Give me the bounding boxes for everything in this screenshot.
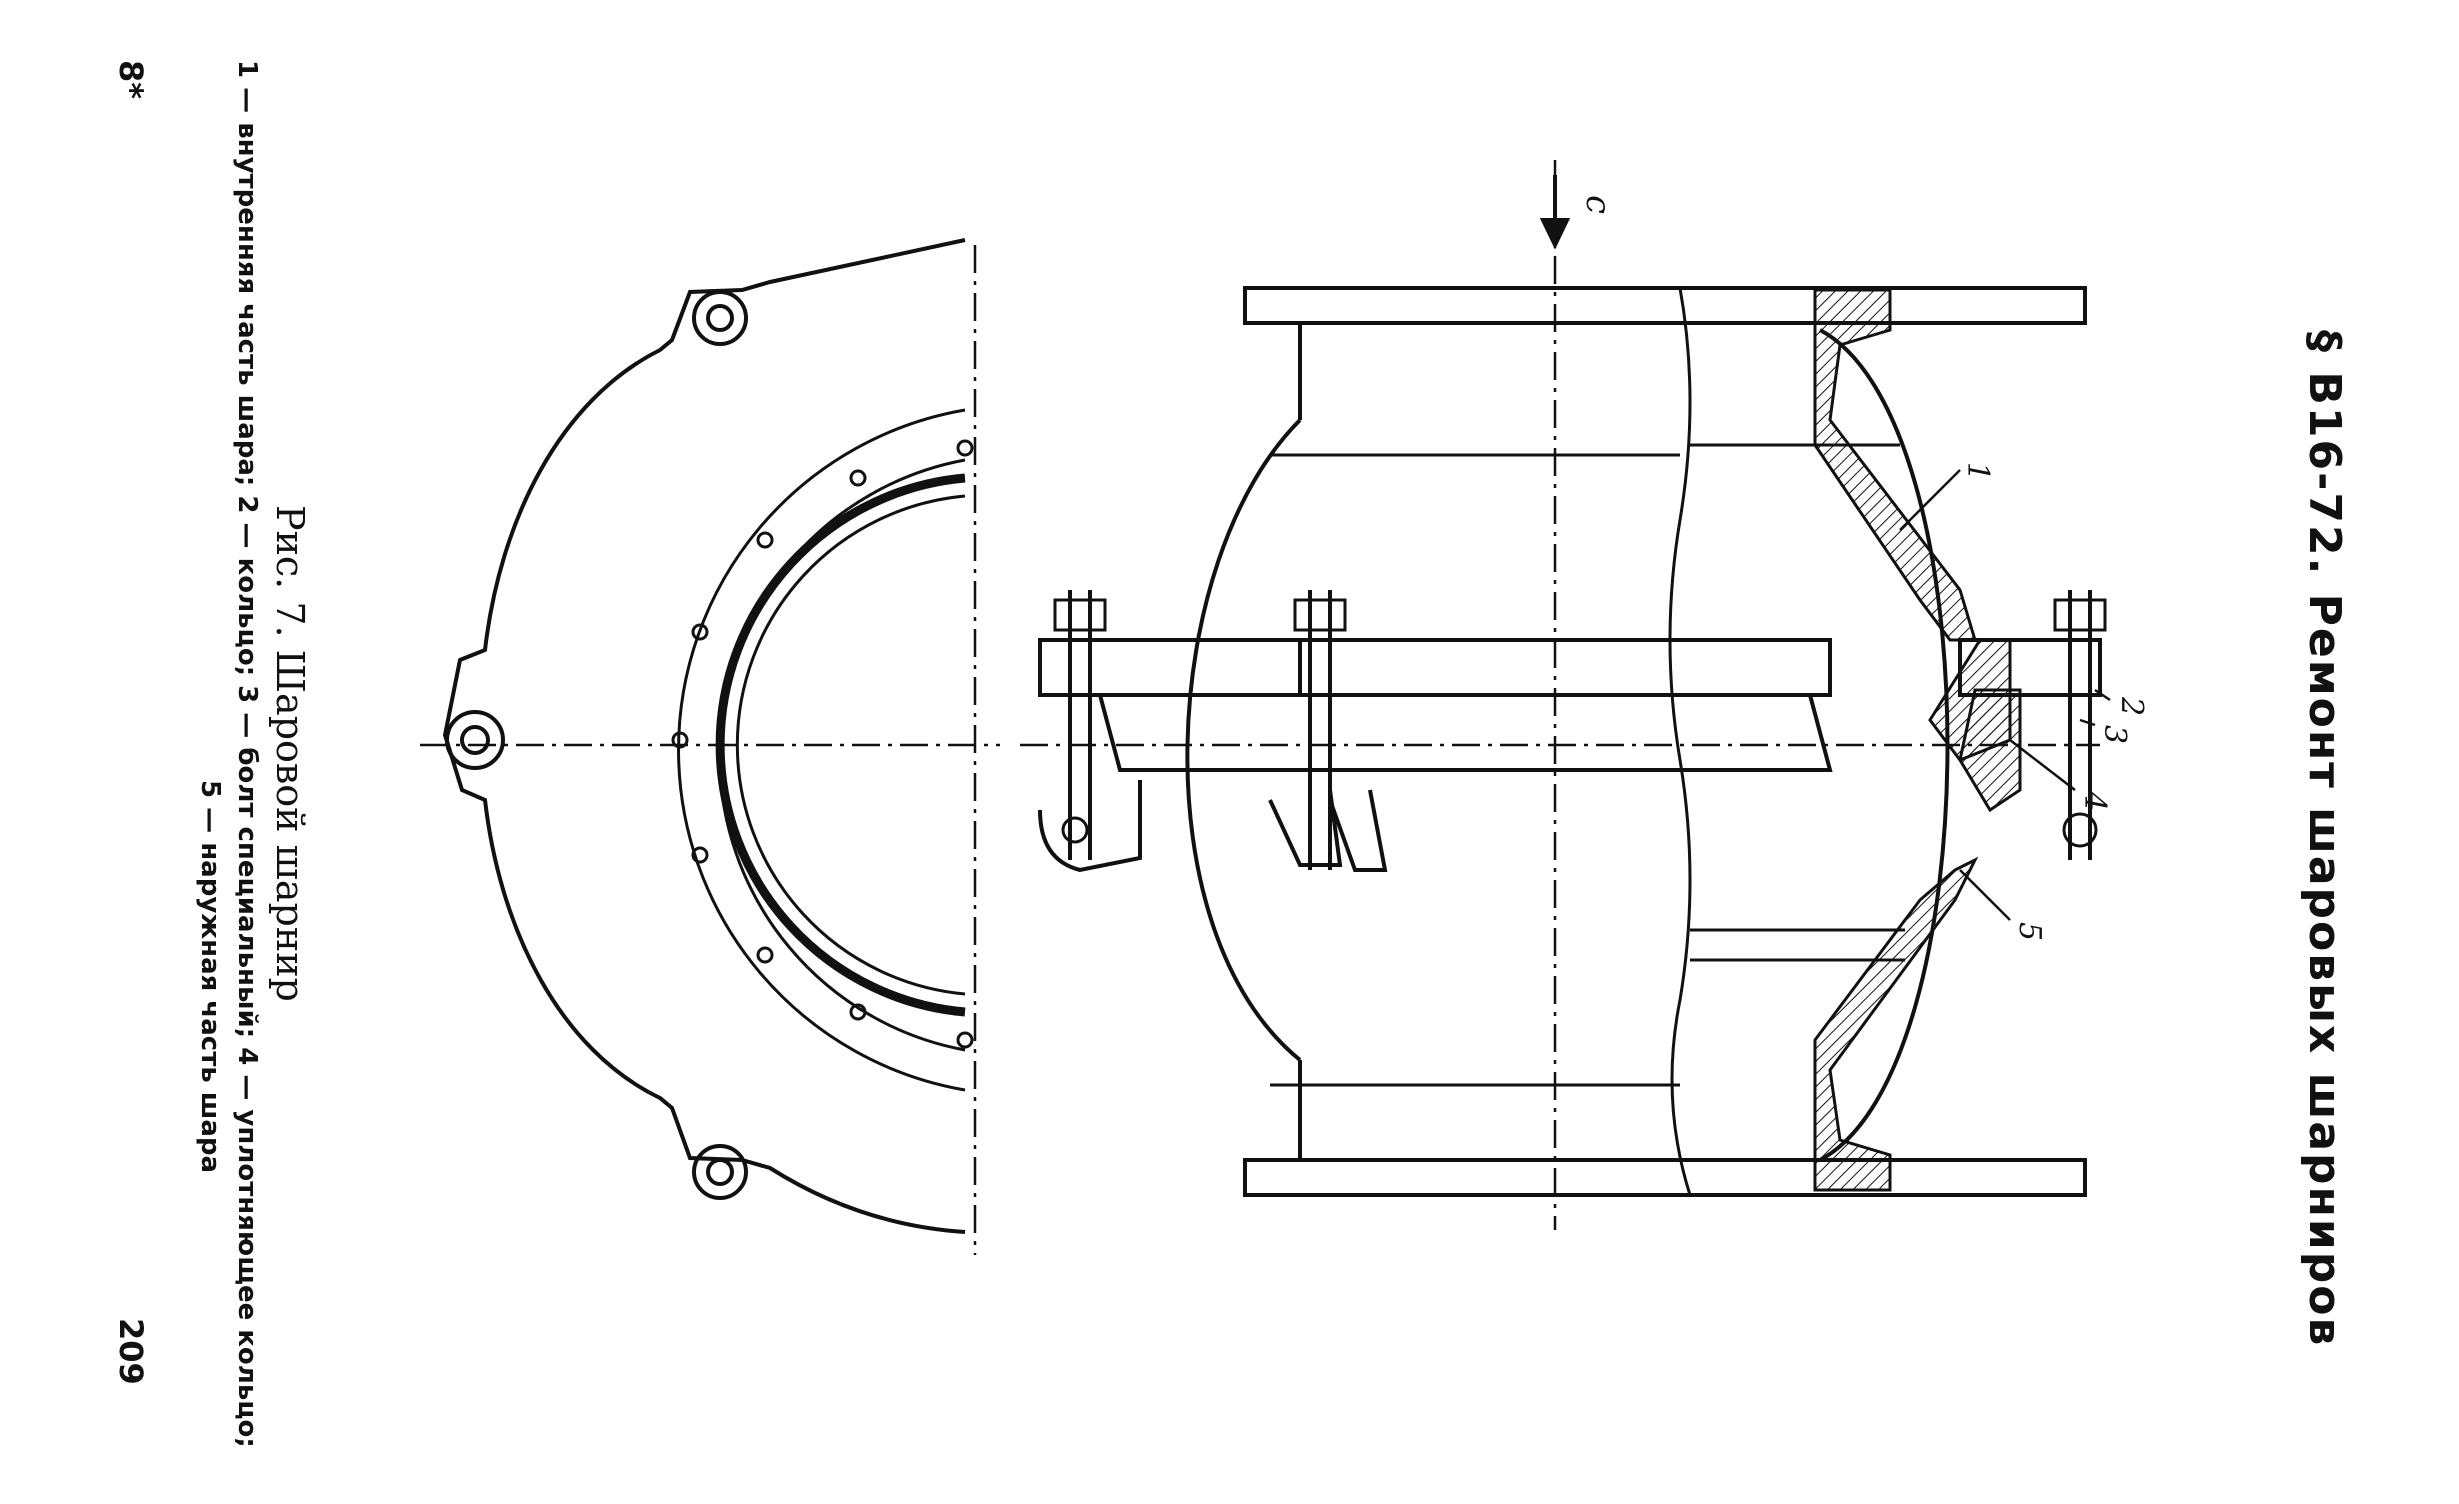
ball-joint-section [1038,286,2107,1197]
left-view-center-lines [420,245,1000,1255]
hatched-walls [1813,288,2022,1192]
flange-end-view [442,238,974,1234]
callout-3: 3 [2097,725,2132,744]
callout-leaders [1899,469,2111,921]
callout-1: 1 [1960,462,1995,481]
right-view-center-lines [1020,160,2100,1230]
callout-2: 2 [2114,696,2149,716]
callout-5: 5 [2012,922,2047,941]
callout-4: 4 [2077,791,2112,811]
flow-arrow [1539,175,1571,250]
flow-label: с [1578,195,1618,214]
